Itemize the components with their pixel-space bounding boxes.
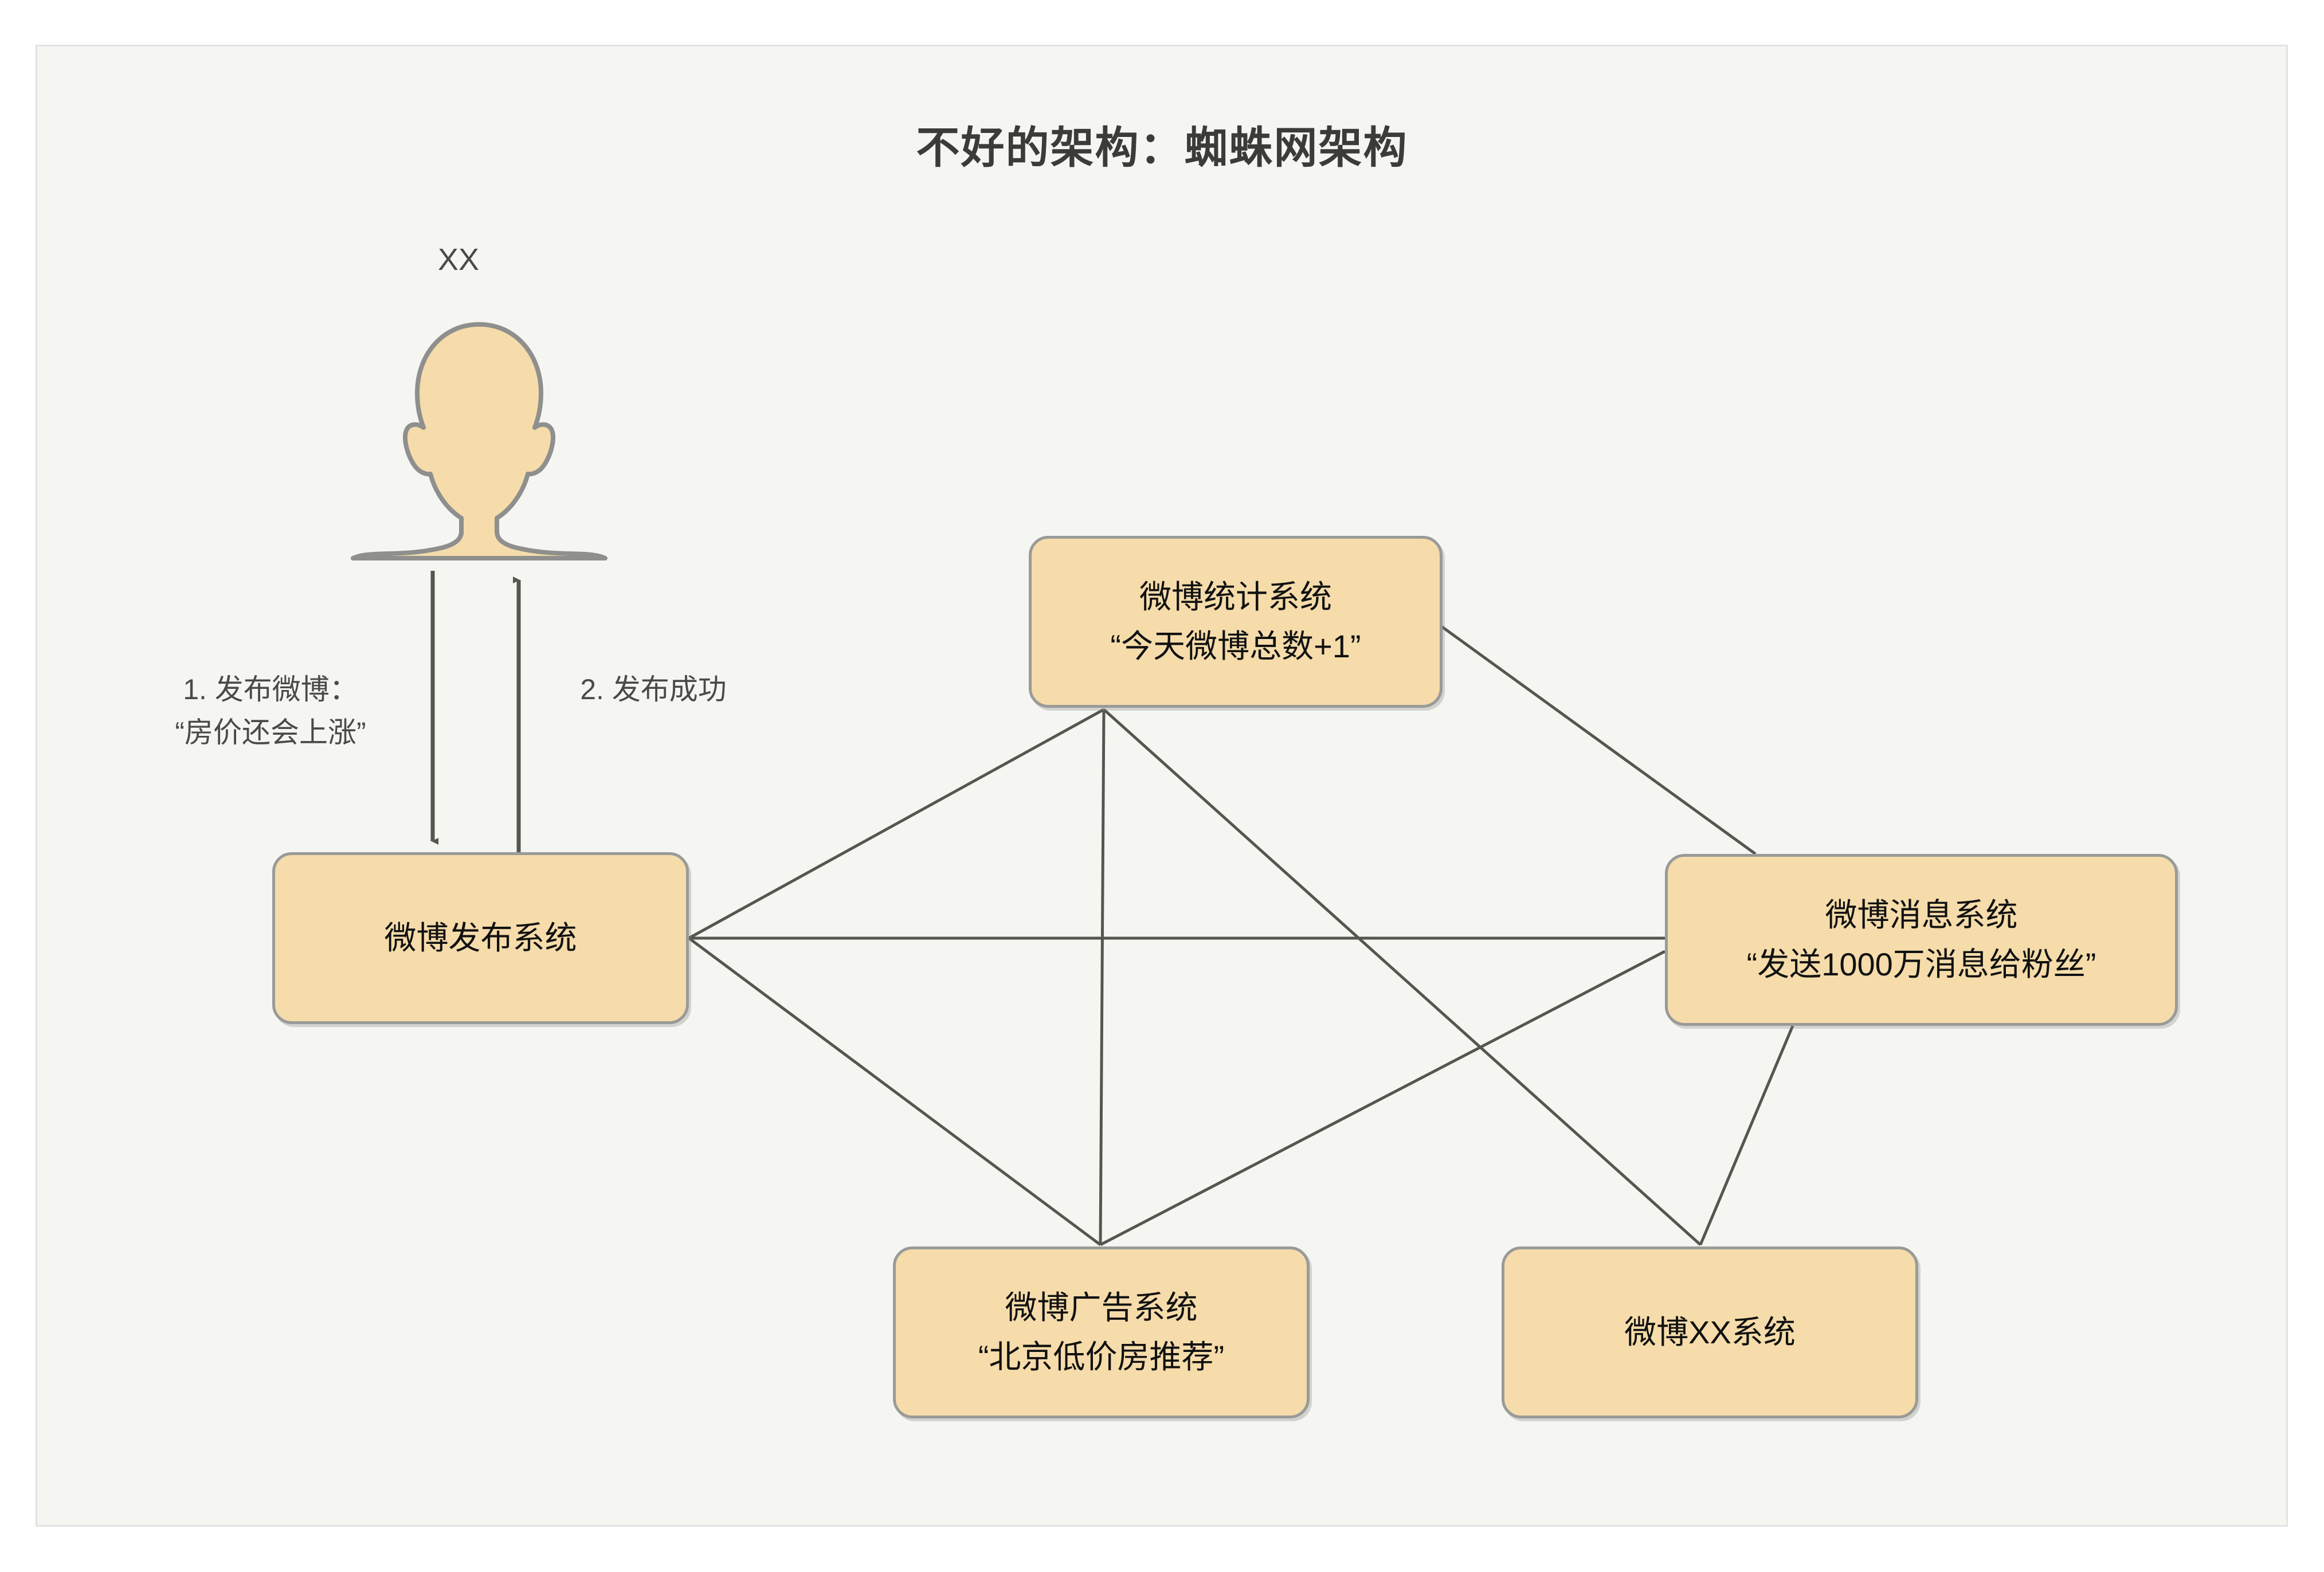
flow-label-step-1-line1: 1. 发布微博：	[183, 673, 358, 705]
node-weibo-ads-system[interactable]: 微博广告系统 “北京低价房推荐”	[893, 1246, 1310, 1418]
flow-label-step-1-line2: “房价还会上涨”	[175, 716, 366, 748]
node-weibo-stats-system[interactable]: 微博统计系统 “今天微博总数+1”	[1029, 536, 1443, 708]
node-stats-subtitle: “今天微博总数+1”	[1110, 628, 1361, 664]
node-weibo-publish-system[interactable]: 微博发布系统	[272, 852, 689, 1024]
node-xx-title: 微博XX系统	[1624, 1314, 1796, 1351]
node-ads-title: 微博广告系统	[1005, 1289, 1198, 1326]
flow-label-step-1: 1. 发布微博： “房价还会上涨”	[127, 668, 414, 754]
node-publish-title: 微博发布系统	[384, 920, 577, 956]
person-avatar-icon	[351, 322, 608, 560]
actor-label: XX	[437, 242, 480, 277]
node-weibo-message-system[interactable]: 微博消息系统 “发送1000万消息给粉丝”	[1665, 854, 2178, 1026]
flow-label-step-2: 2. 发布成功	[580, 673, 727, 705]
node-message-title: 微博消息系统	[1825, 897, 2018, 934]
page-title: 不好的架构：蜘蛛网架构	[916, 124, 1408, 173]
node-stats-title: 微博统计系统	[1139, 579, 1332, 616]
node-message-subtitle: “发送1000万消息给粉丝”	[1746, 946, 2096, 982]
node-ads-subtitle: “北京低价房推荐”	[978, 1339, 1225, 1375]
node-weibo-xx-system[interactable]: 微博XX系统	[1502, 1246, 1918, 1418]
